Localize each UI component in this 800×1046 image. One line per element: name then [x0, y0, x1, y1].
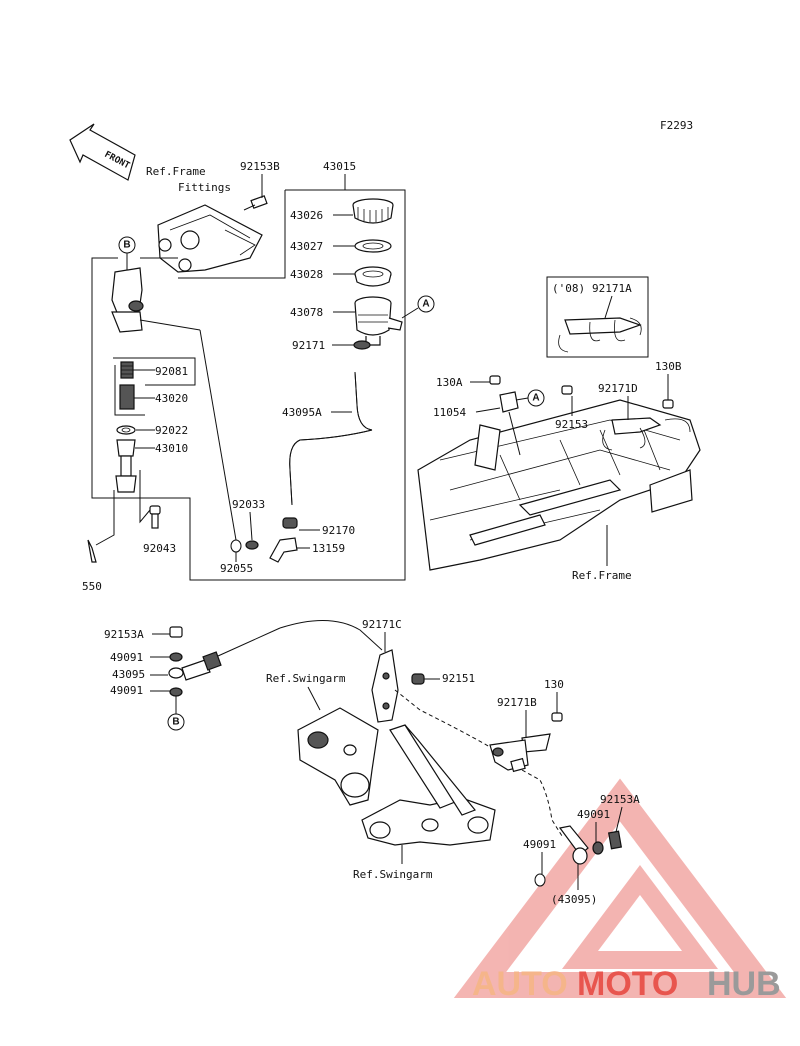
bolt-92153a-left — [169, 626, 183, 638]
callout-a-top — [417, 295, 435, 313]
reservoir-bracket — [157, 204, 263, 273]
bracket-11054 — [499, 391, 521, 456]
ref-frame-fittings-line2: Fittings — [178, 181, 231, 194]
label-92055: 92055 — [220, 562, 253, 575]
label-92151: 92151 — [442, 672, 475, 685]
bolt-130 — [551, 712, 563, 722]
label-130: 130 — [544, 678, 564, 691]
front-arrow-icon: FRONT — [69, 123, 136, 181]
label-49091-left2: 49091 — [110, 684, 143, 697]
swingarm-bottom — [361, 724, 496, 846]
callout-b-bottom-text: B — [172, 717, 179, 728]
label-43095: 43095 — [112, 668, 145, 681]
label-43015: 43015 — [323, 160, 356, 173]
label-92153a-right: 92153A — [600, 793, 640, 806]
label-92171a: 92171A — [592, 282, 632, 295]
label-130a: 130A — [436, 376, 463, 389]
clamp-92171 — [353, 340, 371, 350]
label-11054: 11054 — [433, 406, 466, 419]
label-92043: 92043 — [143, 542, 176, 555]
reservoir-43078 — [354, 296, 403, 346]
push-rod-43010 — [115, 439, 137, 493]
year-note: ('08) — [552, 282, 585, 295]
label-92171c: 92171C — [362, 618, 402, 631]
label-43020: 43020 — [155, 392, 188, 405]
washer-49091-left2 — [169, 687, 183, 697]
hose-43095a — [289, 371, 373, 506]
label-92022: 92022 — [155, 424, 188, 437]
clip-92171d — [602, 417, 691, 451]
year-08-box — [546, 276, 649, 358]
bolt-92153a-right — [607, 830, 623, 850]
watermark-part1: AUTO — [472, 965, 568, 1003]
label-43095a: 43095A — [282, 406, 322, 419]
frame-assembly — [417, 399, 701, 571]
clamp-92170 — [282, 517, 298, 529]
fitting-13159 — [269, 537, 298, 563]
watermark-logo — [453, 778, 787, 998]
ref-swingarm-top: Ref.Swingarm — [266, 672, 346, 685]
washer-49091-right2 — [534, 873, 546, 887]
washer-49091-right1 — [592, 841, 604, 855]
master-cylinder-body — [111, 267, 201, 333]
bolt-130a — [489, 375, 501, 385]
washer-49091-left1 — [169, 652, 183, 662]
label-92033: 92033 — [232, 498, 265, 511]
reservoir-cap-43026 — [352, 198, 394, 224]
banjo-43095-right — [558, 825, 589, 865]
watermark-part2: MOTO — [577, 965, 678, 1003]
washer-92022 — [116, 425, 136, 435]
bolt-130b — [662, 399, 674, 409]
bracket-92171b — [489, 733, 551, 773]
label-92153a-left: 92153A — [104, 628, 144, 641]
label-13159: 13159 — [312, 542, 345, 555]
label-43026: 43026 — [290, 209, 323, 222]
diaphragm-plate-43027 — [354, 239, 392, 253]
cotter-pin-550 — [87, 539, 97, 563]
label-43028: 43028 — [290, 268, 323, 281]
oring-92055 — [230, 539, 242, 553]
label-43095-paren: (43095) — [551, 893, 597, 906]
swingarm-top — [297, 707, 379, 806]
pin-92043 — [149, 505, 161, 529]
bolt-92153 — [561, 385, 573, 395]
label-43010: 43010 — [155, 442, 188, 455]
label-92153: 92153 — [555, 418, 588, 431]
diagram-code: F2293 — [660, 119, 693, 132]
label-92171: 92171 — [292, 339, 325, 352]
callout-b-bottom — [167, 713, 185, 731]
spring-92081 — [120, 361, 134, 379]
diaphragm-43028 — [354, 266, 392, 287]
label-43027: 43027 — [290, 240, 323, 253]
label-43078: 43078 — [290, 306, 323, 319]
bracket-92171c — [371, 649, 399, 723]
watermark-part3: HUB — [707, 965, 781, 1003]
label-49091-right2: 49091 — [523, 838, 556, 851]
banjo-43095 — [168, 651, 222, 681]
label-92171b: 92171B — [497, 696, 537, 709]
callout-a-top-text: A — [422, 299, 429, 310]
label-49091-right1: 49091 — [577, 808, 610, 821]
label-130b: 130B — [655, 360, 682, 373]
callout-a-frame-text: A — [532, 393, 539, 404]
bolt-92153b — [243, 195, 268, 211]
watermark-text: AUTO MOTO HUB — [472, 965, 781, 1003]
label-92170: 92170 — [322, 524, 355, 537]
label-92081: 92081 — [155, 365, 188, 378]
ref-frame: Ref.Frame — [572, 569, 632, 582]
callout-b-top-text: B — [123, 240, 130, 251]
label-550: 550 — [82, 580, 102, 593]
label-92153b: 92153B — [240, 160, 280, 173]
ref-frame-fittings-line1: Ref.Frame — [146, 165, 206, 178]
label-49091-left1: 49091 — [110, 651, 143, 664]
label-92171d: 92171D — [598, 382, 638, 395]
bolt-92151 — [411, 673, 425, 685]
ref-swingarm-bottom: Ref.Swingarm — [353, 868, 433, 881]
piston-43020 — [119, 384, 135, 410]
washer-92033 — [245, 540, 259, 550]
